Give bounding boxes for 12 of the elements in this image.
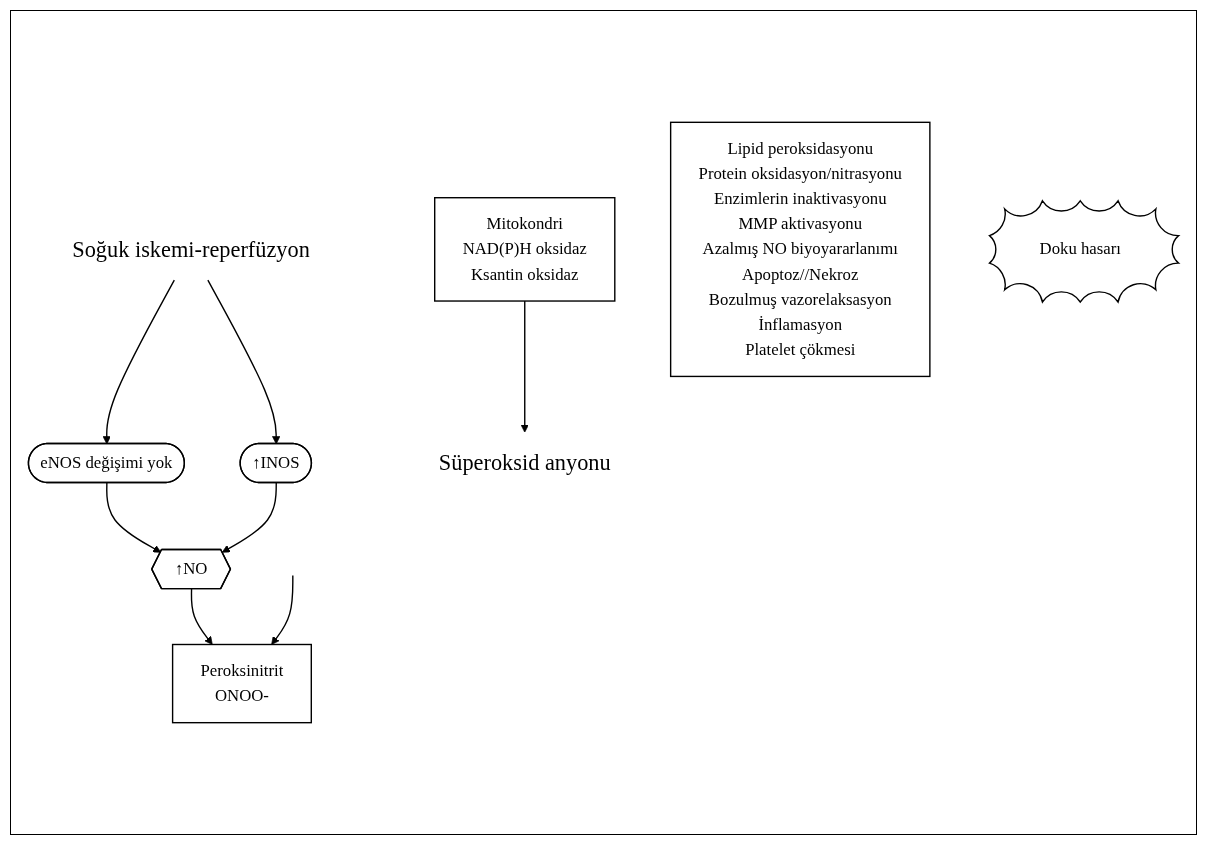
node-box: Lipid peroksidasyonu Protein oksidasyon/nitrasyonu Enzimlerin inaktivasyonu MMP aktivasyonu Azalmış NO biyoyararlanımı Apoptoz//Nekroz Bozulmuş vazorelaksasyon İnflamasyon Platelet çökmesi xyxy=(669,121,931,378)
arrow xyxy=(106,482,162,553)
arrow xyxy=(190,588,213,645)
arrow xyxy=(207,279,281,445)
arrow xyxy=(271,574,294,645)
arrow xyxy=(520,300,529,433)
node-box: Peroksinitrit ONOO- xyxy=(171,643,312,724)
arrow xyxy=(102,279,175,445)
node-text: Süperoksid anyonu xyxy=(438,450,611,476)
node-box: Mitokondri NAD(P)H oksidaz Ksantin oksidaz xyxy=(434,197,616,302)
arrow xyxy=(221,482,277,553)
node-text: Soğuk iskemi-reperfüzyon xyxy=(72,237,310,262)
